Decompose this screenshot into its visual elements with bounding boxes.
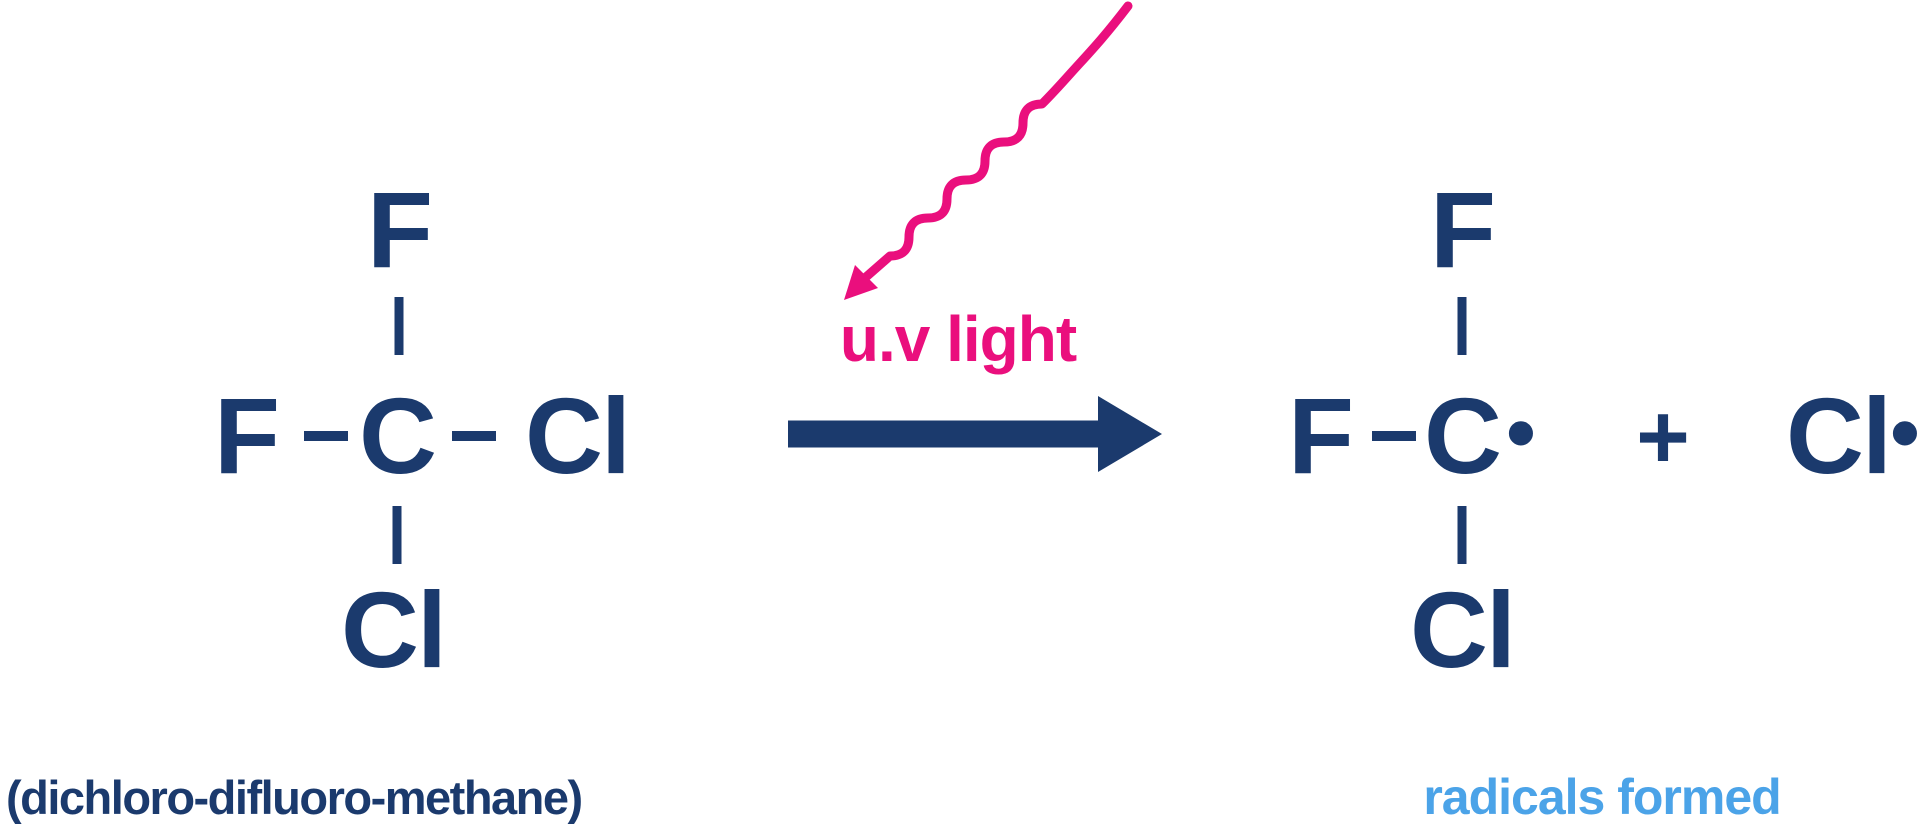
product-atom-f-top: F bbox=[1430, 169, 1496, 290]
product-atom-f-left: F bbox=[1288, 375, 1354, 496]
reaction-arrow-icon bbox=[788, 396, 1162, 472]
products-caption: radicals formed bbox=[1423, 769, 1781, 825]
bond-vertical-reactant-top bbox=[394, 297, 404, 355]
product-atom-cl-radical: Cl bbox=[1786, 375, 1892, 496]
uv-photon-wavy-arrow-icon bbox=[844, 1, 1133, 300]
uv-light-label: u.v light bbox=[839, 303, 1077, 375]
reactant-atom-cl-bottom: Cl bbox=[341, 569, 447, 690]
reactant-atom-f-top: F bbox=[367, 169, 433, 290]
product-atom-cl-bottom: Cl bbox=[1410, 569, 1516, 690]
bond-horizontal-reactant-left bbox=[304, 431, 348, 441]
plus-sign: + bbox=[1636, 386, 1690, 488]
product-cl-radical-dot: • bbox=[1890, 385, 1920, 479]
product-c-radical-dot: • bbox=[1506, 385, 1536, 479]
bond-horizontal-reactant-right bbox=[452, 431, 496, 441]
bond-horizontal-product bbox=[1372, 431, 1416, 441]
reactant-caption: (dichloro-difluoro-methane) bbox=[6, 771, 583, 824]
bond-vertical-product-bottom bbox=[1457, 506, 1467, 564]
reactant-atom-cl-right: Cl bbox=[525, 375, 631, 496]
reactant-atom-f-left: F bbox=[214, 375, 280, 496]
product-atom-c: C bbox=[1424, 375, 1502, 496]
bond-vertical-reactant-bottom bbox=[392, 506, 402, 564]
bond-vertical-product-top bbox=[1457, 297, 1467, 355]
reactant-atom-c: C bbox=[359, 375, 437, 496]
